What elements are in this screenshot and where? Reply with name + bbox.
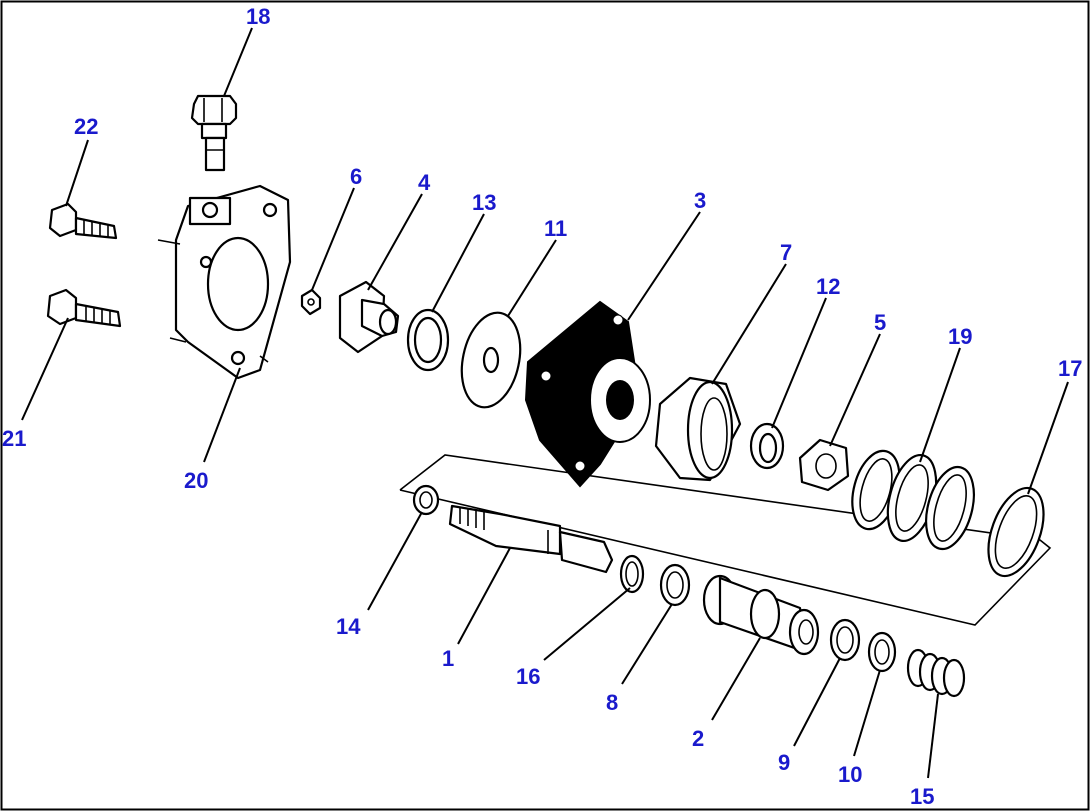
leader-16	[543, 587, 631, 661]
callout-labels: 18 22 21 20 6 4 13 11 3 7 12 5 19 17 14 …	[2, 4, 1082, 809]
leader-6	[311, 187, 355, 291]
part-19-spring	[851, 449, 975, 551]
callout-9: 9	[778, 750, 790, 775]
part-20-flange	[157, 184, 292, 380]
callout-8: 8	[606, 690, 618, 715]
leader-10	[853, 669, 881, 757]
callout-12: 12	[816, 274, 840, 299]
leader-13	[431, 213, 485, 313]
part-5-nut	[798, 438, 850, 492]
leader-20	[203, 367, 241, 463]
leader-19	[919, 347, 961, 463]
part-16-snap-ring	[619, 554, 645, 594]
leader-15	[927, 693, 939, 779]
leader-17	[1027, 381, 1069, 495]
part-1-shaft	[448, 504, 614, 574]
part-13-ring	[406, 308, 450, 372]
leader-4	[367, 193, 423, 291]
leader-3	[627, 211, 701, 321]
leader-9	[793, 657, 841, 747]
callout-6: 6	[350, 164, 362, 189]
callout-10: 10	[838, 762, 862, 787]
callout-18: 18	[246, 4, 270, 29]
callout-19: 19	[948, 324, 972, 349]
callout-5: 5	[874, 310, 886, 335]
part-2-spool	[702, 574, 820, 656]
callout-1: 1	[442, 646, 454, 671]
part-3-housing	[524, 300, 651, 488]
leader-2	[711, 637, 761, 721]
callout-4: 4	[418, 170, 431, 195]
part-11-washer	[460, 311, 522, 409]
callout-17: 17	[1058, 356, 1082, 381]
leader-11	[507, 239, 557, 317]
callout-7: 7	[780, 240, 792, 265]
callout-15: 15	[910, 784, 934, 809]
callout-16: 16	[516, 664, 540, 689]
callout-11: 11	[544, 216, 567, 241]
leader-14	[367, 511, 423, 611]
part-6-nut	[300, 288, 322, 316]
part-14-ring	[412, 484, 440, 516]
leader-12	[771, 297, 827, 429]
part-9-ring	[829, 618, 861, 662]
part-17-washer	[987, 486, 1045, 578]
callout-2: 2	[692, 726, 704, 751]
leader-1	[457, 547, 511, 645]
leader-21	[21, 317, 69, 421]
leader-22	[65, 139, 89, 207]
part-18-fitting	[190, 94, 238, 172]
part-7-cup	[654, 376, 742, 482]
callout-22: 22	[74, 114, 98, 139]
leader-18	[223, 27, 253, 97]
callout-13: 13	[472, 190, 496, 215]
leader-lines	[21, 27, 1069, 779]
callout-20: 20	[184, 468, 208, 493]
callout-21: 21	[2, 426, 26, 451]
part-21-bolt	[46, 288, 122, 328]
part-22-bolt	[48, 202, 118, 240]
part-10-ring	[867, 631, 897, 673]
callout-3: 3	[694, 188, 706, 213]
leader-7	[711, 263, 787, 385]
part-15-spring	[906, 648, 966, 698]
part-12-ring	[749, 422, 785, 470]
leader-5	[829, 333, 881, 447]
leader-8	[621, 603, 673, 685]
subassembly-outline	[399, 454, 1052, 626]
callout-14: 14	[336, 614, 361, 639]
part-8-ring	[659, 563, 691, 607]
part-4-plug	[338, 280, 400, 354]
